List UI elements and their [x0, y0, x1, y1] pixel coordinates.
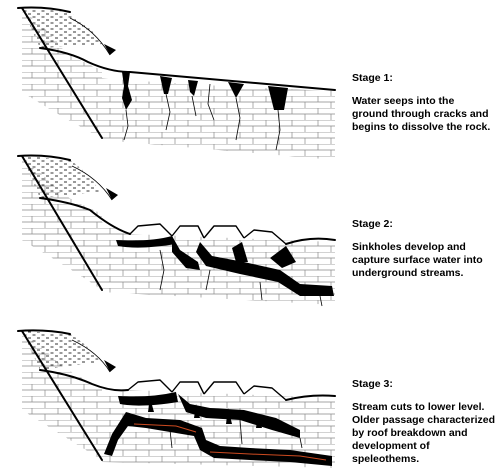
stage-3-line-1: Stream cuts to lower level. [352, 401, 485, 413]
stage-1-illustration [17, 6, 336, 160]
stage-1-caption: Stage 1: Water seeps into the ground thr… [352, 72, 502, 134]
stage-3-line-3: by roof breakdown and [352, 427, 468, 439]
stage-1-line-2: ground through cracks and [352, 108, 489, 120]
stage-3-line-4: development of [352, 440, 430, 452]
stage-3-title: Stage 3: [352, 378, 393, 390]
stage-1-title: Stage 1: [352, 72, 393, 84]
stage-1-line-3: begins to dissolve the rock. [352, 121, 491, 133]
stage-2-caption: Stage 2: Sinkholes develop and capture s… [352, 218, 502, 280]
stage-2-line-2: capture surface water into [352, 254, 483, 266]
stage-2-line-1: Sinkholes develop and [352, 241, 466, 253]
stage-2-illustration [17, 154, 336, 307]
stage-3-line-5: speleothems. [352, 453, 420, 465]
stage-1-line-1: Water seeps into the [352, 95, 455, 107]
stage-2-title: Stage 2: [352, 218, 393, 230]
stage-3-illustration [17, 329, 336, 468]
stage-3-caption: Stage 3: Stream cuts to lower level. Old… [352, 378, 502, 466]
stage-3-line-2: Older passage characterized [352, 414, 495, 426]
stage-2-line-3: underground streams. [352, 267, 464, 279]
